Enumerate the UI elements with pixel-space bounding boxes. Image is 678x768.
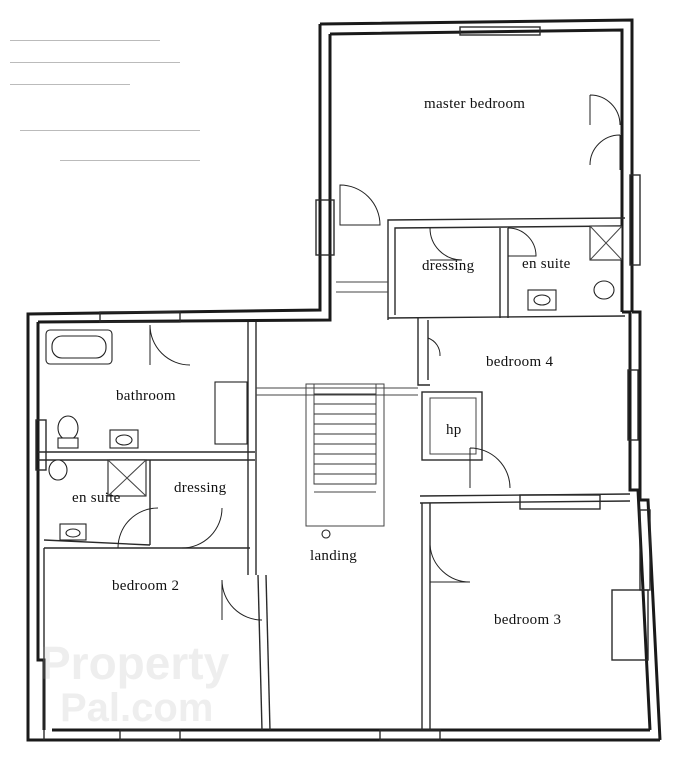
label-bedroom-4: bedroom 4 [486,354,554,370]
door-swings [117,94,621,621]
label-hp: hp [446,422,462,438]
windows [35,26,651,741]
fixtures [45,225,623,541]
note-line [10,84,130,85]
watermark-line-2: Pal.com [60,686,214,730]
label-bathroom: bathroom [116,388,176,404]
note-line [60,160,200,161]
exterior-walls [26,18,662,742]
note-line [10,62,180,63]
label-en-suite-lower: en suite [72,490,121,506]
note-line [20,130,200,131]
label-bedroom-2: bedroom 2 [112,578,180,594]
label-en-suite-upper: en suite [522,256,571,272]
label-landing: landing [310,548,358,564]
watermark-line-1: Property [40,637,230,689]
note-line [10,40,160,41]
label-master-bedroom: master bedroom [424,96,526,112]
label-bedroom-3: bedroom 3 [494,612,562,628]
label-dressing-upper: dressing [422,258,475,274]
label-dressing-lower: dressing [174,480,227,496]
staircase [305,383,385,527]
interior-walls [38,217,631,740]
